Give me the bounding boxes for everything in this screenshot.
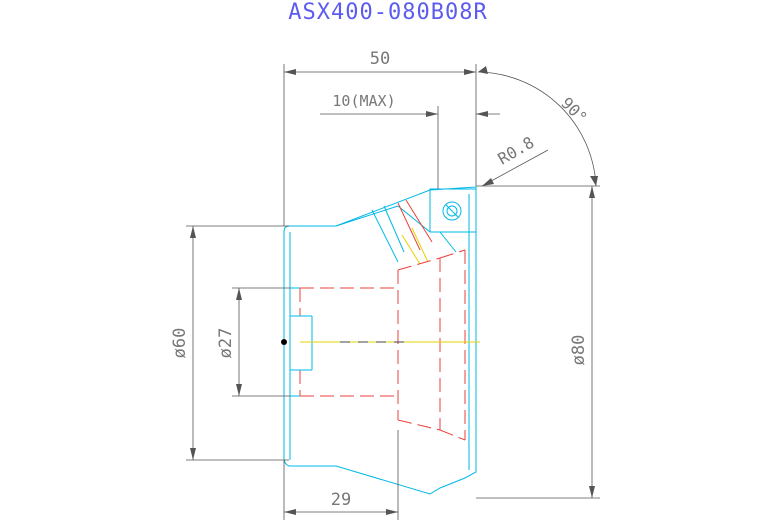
center-point-icon bbox=[281, 339, 287, 345]
hidden-lines bbox=[299, 249, 466, 441]
dimension-lines bbox=[186, 64, 600, 520]
drawing-title: ASX400-080B08R bbox=[288, 0, 487, 25]
arrowheads bbox=[190, 66, 598, 515]
dim-cutter-diameter: ø80 bbox=[569, 335, 589, 366]
chip-pocket bbox=[371, 199, 457, 265]
dim-overall-length: 50 bbox=[370, 49, 390, 69]
dim-body-length: 29 bbox=[331, 490, 351, 510]
dim-body-diameter: ø60 bbox=[170, 328, 190, 359]
insert bbox=[429, 188, 477, 233]
dim-corner-radius: R0.8 bbox=[495, 133, 538, 169]
insert-screw-icon bbox=[442, 201, 462, 221]
dim-lead-angle: 90° bbox=[557, 93, 591, 127]
dim-max-depth: 10(MAX) bbox=[332, 92, 395, 110]
body-outline bbox=[283, 186, 477, 495]
bore bbox=[290, 287, 313, 397]
dim-bore-diameter: ø27 bbox=[216, 328, 236, 359]
